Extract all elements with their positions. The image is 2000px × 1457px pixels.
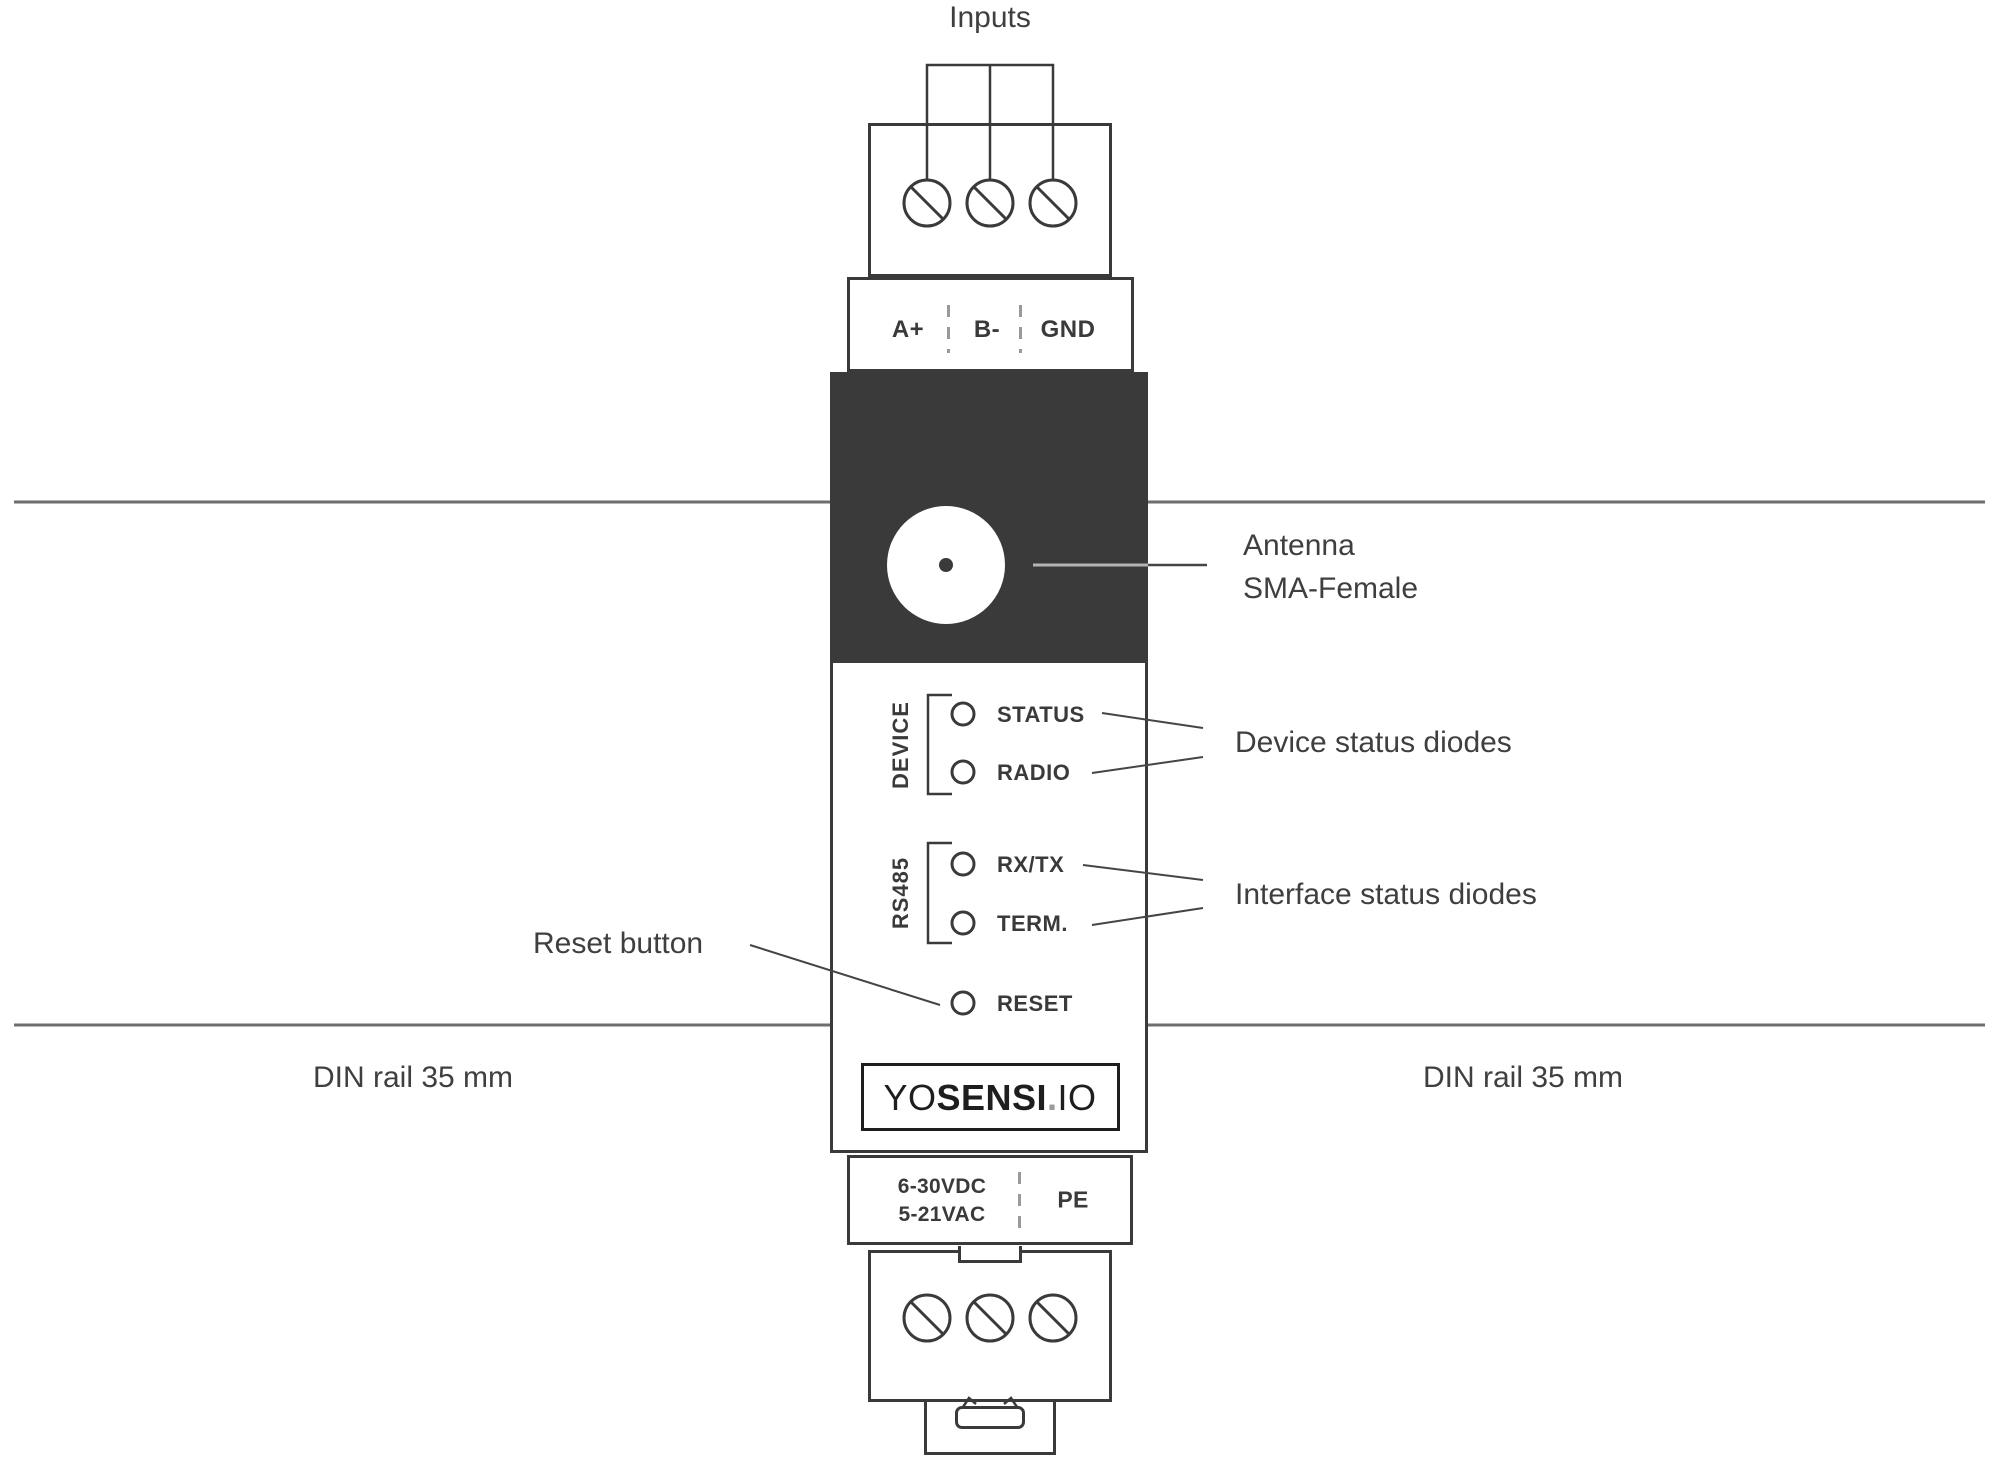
- logo-dot: .: [1047, 1077, 1058, 1118]
- power-pe-label: PE: [1057, 1186, 1089, 1213]
- power-dc-label: 6-30VDC: [897, 1175, 987, 1198]
- terminal-label-separator: [947, 305, 950, 353]
- top-terminal-block: [868, 123, 1112, 277]
- device-group-label: DEVICE: [888, 701, 913, 789]
- din-rail-label-right: DIN rail 35 mm: [1423, 1061, 1624, 1094]
- logo-box: [861, 1063, 1120, 1131]
- antenna-panel: [830, 372, 1148, 663]
- rxtx-led-label: RX/TX: [997, 852, 1065, 877]
- antenna-annotation-line2: SMA-Female: [1243, 572, 1419, 605]
- rs485-group-label: RS485: [888, 856, 913, 930]
- logo-io: IO: [1057, 1077, 1097, 1118]
- reset-button-annotation: Reset button: [533, 927, 704, 960]
- status-led-label: STATUS: [997, 702, 1085, 727]
- terminal-label-gnd: GND: [1040, 316, 1096, 343]
- bottom-terminal-block: [868, 1250, 1112, 1402]
- power-labels-box: [847, 1155, 1133, 1245]
- logo-sensi: SENSI: [936, 1077, 1048, 1118]
- top-terminal-labels-box: [847, 277, 1134, 372]
- din-clip-latch: [955, 1406, 1025, 1429]
- terminal-label-b-minus: B-: [973, 316, 1001, 343]
- logo-yo: YO: [883, 1077, 937, 1118]
- reset-led-label: RESET: [997, 991, 1073, 1016]
- terminal-label-a-plus: A+: [891, 316, 925, 343]
- radio-led-label: RADIO: [997, 760, 1071, 785]
- inputs-label: Inputs: [949, 1, 1031, 34]
- din-rail-label-left: DIN rail 35 mm: [313, 1061, 514, 1094]
- yosensi-logo: YOSENSI.IO: [883, 1077, 1096, 1119]
- antenna-center-pin: [939, 558, 953, 572]
- power-label-separator: [1018, 1172, 1021, 1228]
- device-status-annotation: Device status diodes: [1235, 726, 1512, 759]
- term-led-label: TERM.: [997, 911, 1068, 936]
- power-block-tab: [958, 1246, 1022, 1263]
- antenna-annotation-line1: Antenna: [1243, 529, 1355, 562]
- interface-status-annotation: Interface status diodes: [1235, 878, 1537, 911]
- power-ac-label: 5-21VAC: [898, 1203, 986, 1226]
- terminal-label-separator: [1019, 305, 1022, 353]
